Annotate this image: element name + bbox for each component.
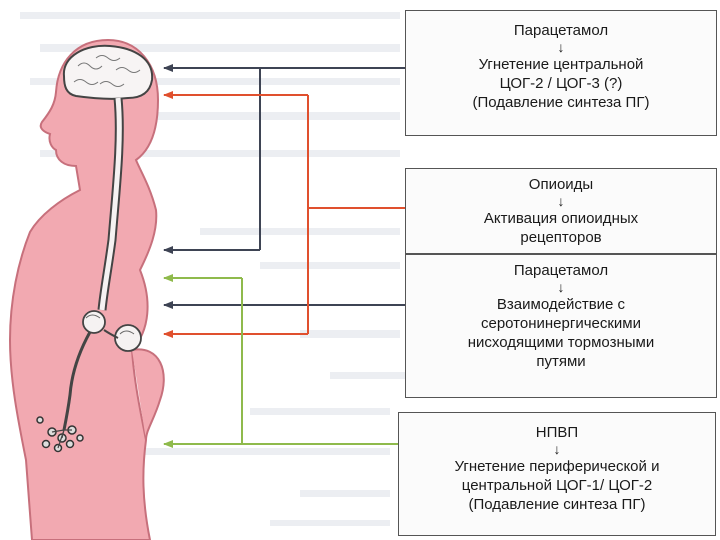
box-text-line: Активация опиоидных xyxy=(406,209,716,228)
box-text-line: (Подавление синтеза ПГ) xyxy=(406,93,716,112)
box-text-line: рецепторов xyxy=(406,228,716,247)
box-text-line: путями xyxy=(406,352,716,371)
down-arrow-icon: ↓ xyxy=(406,40,716,55)
box-title: Опиоиды xyxy=(406,175,716,194)
box-nsaid: НПВП ↓ Угнетение периферической и центра… xyxy=(398,412,716,536)
box-text-line: нисходящими тормозными xyxy=(406,333,716,352)
nsaid-connectors xyxy=(164,278,398,444)
box-text-line: серотонинергическими xyxy=(406,314,716,333)
box-title: Парацетамол xyxy=(406,21,716,40)
spinal-ganglion-right xyxy=(115,325,141,351)
box-text-line: Угнетение периферической и xyxy=(399,457,715,476)
down-arrow-icon: ↓ xyxy=(399,442,715,457)
box-text-line: ЦОГ-2 / ЦОГ-3 (?) xyxy=(406,74,716,93)
box-paracetamol-central-cox: Парацетамол ↓ Угнетение центральной ЦОГ-… xyxy=(405,10,717,136)
spinal-ganglion xyxy=(83,311,105,333)
opioid-connectors xyxy=(164,95,405,334)
paracetamol-connectors xyxy=(164,68,405,305)
box-text-line: Угнетение центральной xyxy=(406,55,716,74)
human-body-illustration xyxy=(10,40,164,540)
box-paracetamol-serotonergic: Парацетамол ↓ Взаимодействие с серотонин… xyxy=(405,254,717,398)
box-opioids: Опиоиды ↓ Активация опиоидных рецепторов xyxy=(405,168,717,254)
down-arrow-icon: ↓ xyxy=(406,194,716,209)
body-silhouette xyxy=(10,40,158,540)
brain xyxy=(64,46,152,99)
down-arrow-icon: ↓ xyxy=(406,280,716,295)
box-title: Парацетамол xyxy=(406,261,716,280)
box-text-line: Взаимодействие с xyxy=(406,295,716,314)
box-text-line: (Подавление синтеза ПГ) xyxy=(399,495,715,514)
box-text-line: центральной ЦОГ-1/ ЦОГ-2 xyxy=(399,476,715,495)
box-title: НПВП xyxy=(399,423,715,442)
